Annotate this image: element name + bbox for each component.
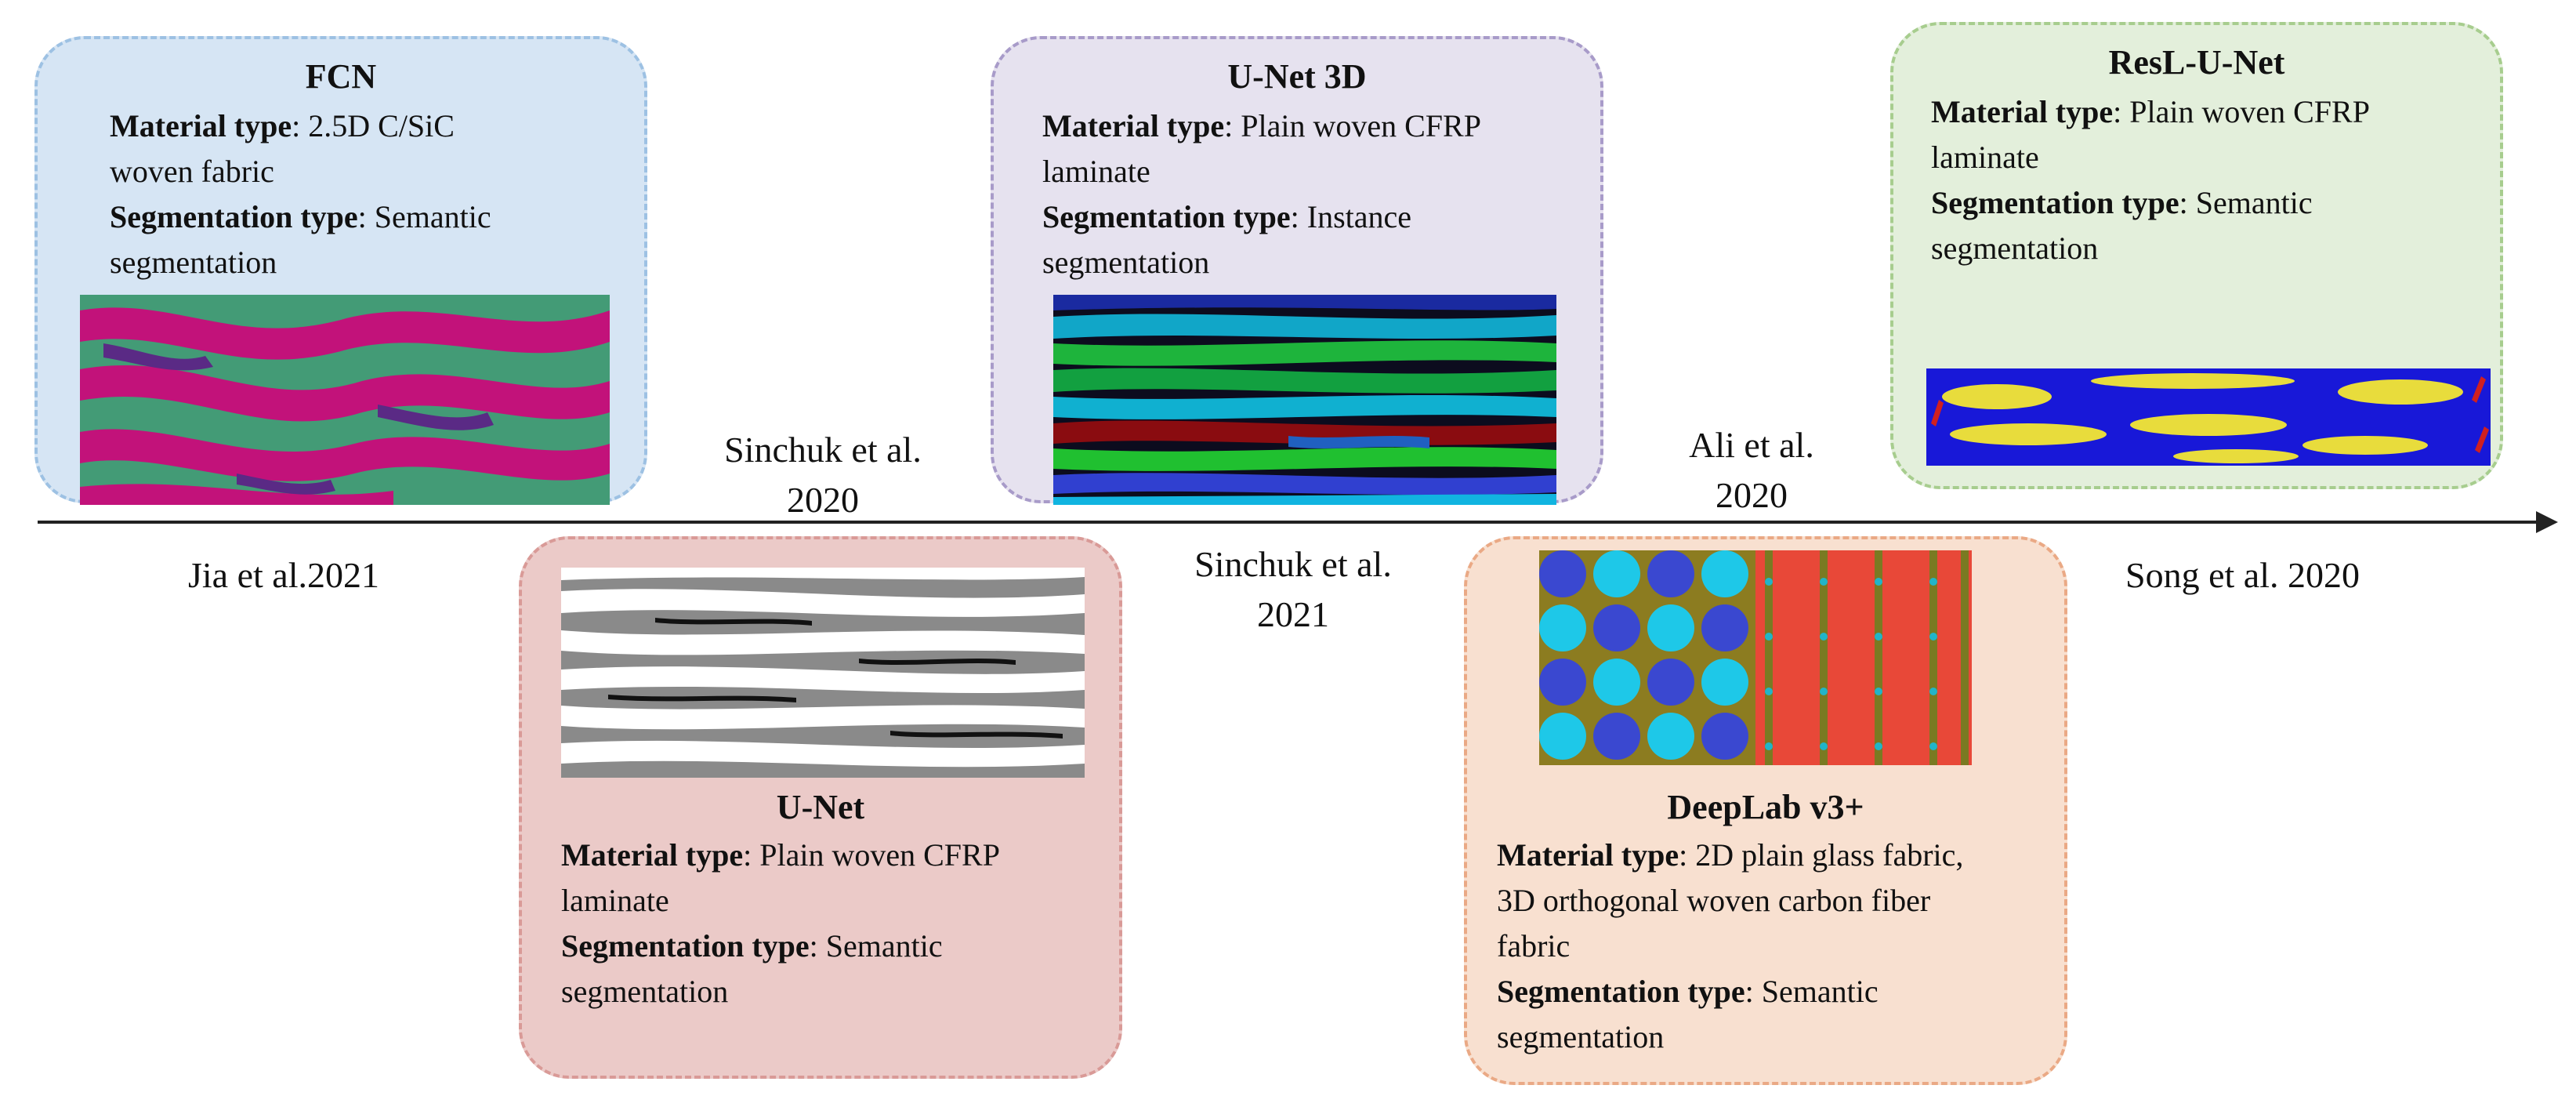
material-value: : Plain woven CFRP: [1224, 108, 1481, 143]
label-line: Ali et al.: [1689, 425, 1814, 465]
card-title: U-Net 3D: [1227, 57, 1367, 96]
material-label: Material type: [561, 837, 744, 873]
segmentation-value-cont: segmentation: [1931, 230, 2099, 266]
fcn-segmentation-image: [80, 295, 610, 505]
card-unet: U-Net Material type: Plain woven CFRP la…: [519, 536, 1122, 1079]
label-line: 2020: [1716, 475, 1788, 515]
timeline-axis: [38, 521, 2545, 524]
resl-unet-segmentation-image: [1926, 368, 2491, 466]
card-body: Material type: Plain woven CFRP laminate…: [1931, 89, 2495, 271]
material-value-cont: laminate: [1042, 154, 1150, 189]
material-value: : 2.5D C/SiC: [292, 108, 455, 143]
segmentation-label: Segmentation type: [1497, 974, 1745, 1009]
segmentation-label: Segmentation type: [110, 199, 358, 234]
card-body: Material type: 2D plain glass fabric, 3D…: [1497, 833, 2061, 1060]
unet-segmentation-image: [561, 568, 1085, 778]
segmentation-value-cont: segmentation: [110, 245, 277, 280]
material-label: Material type: [1042, 108, 1225, 143]
card-unet3d: U-Net 3D Material type: Plain woven CFRP…: [991, 36, 1603, 505]
segmentation-value: : Semantic: [357, 199, 491, 234]
timeline-arrow-icon: [2536, 511, 2558, 533]
segmentation-label: Segmentation type: [1042, 199, 1291, 234]
segmentation-value: : Instance: [1290, 199, 1412, 234]
card-fcn: FCN Material type: 2.5D C/SiC woven fabr…: [34, 36, 647, 505]
material-value-cont: woven fabric: [110, 154, 274, 189]
timeline-label-ali: Ali et al. 2020: [1638, 420, 1865, 521]
timeline-label-song: Song et al. 2020: [2125, 555, 2360, 595]
material-label: Material type: [1931, 94, 2114, 129]
card-title: ResL-U-Net: [2108, 43, 2285, 82]
material-label: Material type: [110, 108, 292, 143]
segmentation-value: : Semantic: [1745, 974, 1879, 1009]
label-line: 2020: [787, 480, 859, 520]
segmentation-value: : Semantic: [2179, 185, 2313, 220]
segmentation-value-cont: segmentation: [561, 974, 729, 1009]
card-body: Material type: Plain woven CFRP laminate…: [561, 833, 1110, 1014]
segmentation-value: : Semantic: [809, 928, 943, 964]
timeline-label-jia: Jia et al.2021: [188, 555, 379, 595]
material-value: : Plain woven CFRP: [2113, 94, 2370, 129]
material-value: : 2D plain glass fabric,: [1679, 837, 1964, 873]
segmentation-label: Segmentation type: [561, 928, 810, 964]
material-value-cont: 3D orthogonal woven carbon fiber: [1497, 883, 1931, 918]
card-title: FCN: [305, 57, 377, 96]
card-resl-unet: ResL-U-Net Material type: Plain woven CF…: [1890, 22, 2503, 489]
material-value: : Plain woven CFRP: [743, 837, 1000, 873]
card-title: U-Net: [776, 788, 865, 826]
label-line: Sinchuk et al.: [724, 430, 922, 470]
material-label: Material type: [1497, 837, 1679, 873]
material-value-cont: laminate: [561, 883, 669, 918]
card-deeplab: DeepLab v3+ Material type: 2D plain glas…: [1464, 536, 2067, 1085]
material-value-cont: laminate: [1931, 140, 2039, 175]
card-body: Material type: 2.5D C/SiC woven fabric S…: [110, 103, 643, 285]
segmentation-label: Segmentation type: [1931, 185, 2179, 220]
timeline-label-sinchuk-2020: Sinchuk et al. 2020: [697, 425, 948, 525]
unet3d-segmentation-image: [1053, 295, 1556, 505]
deeplab-segmentation-image: [1539, 550, 1972, 765]
timeline-label-sinchuk-2021: Sinchuk et al. 2021: [1168, 539, 1418, 640]
card-title: DeepLab v3+: [1667, 788, 1864, 826]
segmentation-value-cont: segmentation: [1497, 1019, 1665, 1054]
label-line: 2021: [1257, 594, 1329, 634]
segmentation-value-cont: segmentation: [1042, 245, 1210, 280]
card-body: Material type: Plain woven CFRP laminate…: [1042, 103, 1599, 285]
material-value-cont-2: fabric: [1497, 928, 1571, 964]
label-line: Sinchuk et al.: [1194, 544, 1392, 584]
